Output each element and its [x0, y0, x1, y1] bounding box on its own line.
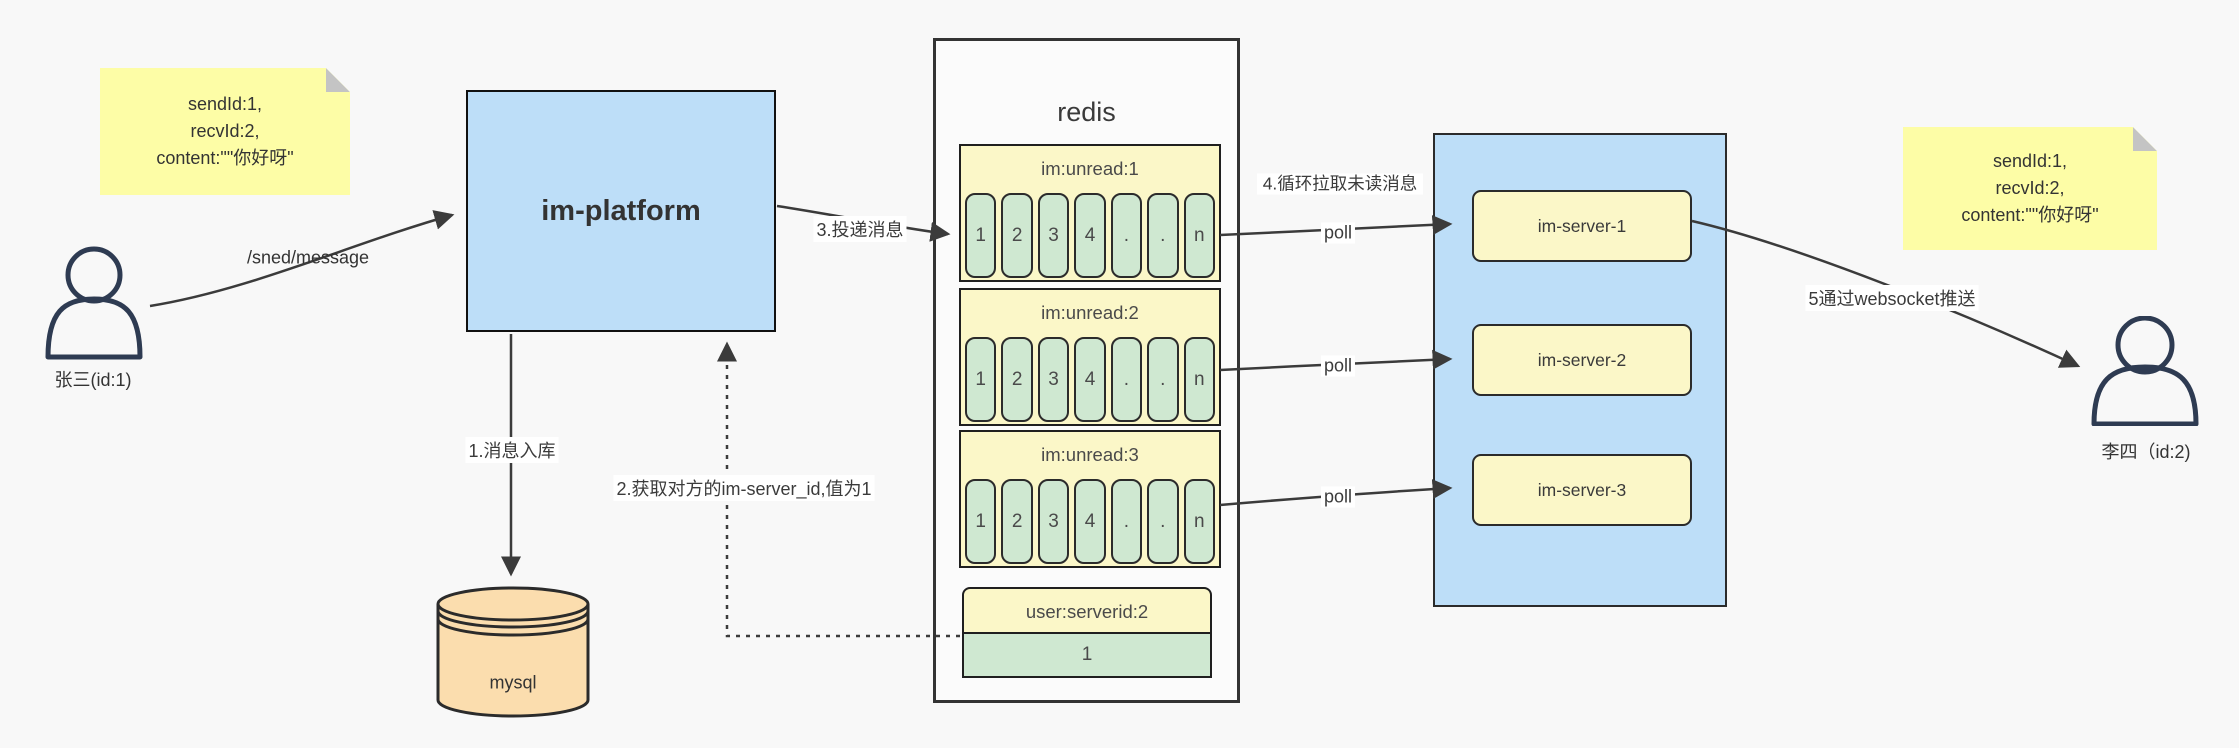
- edge-label-step5: 5通过websocket推送: [1805, 285, 1979, 311]
- queue-cell: 2: [1001, 193, 1033, 278]
- queue-cell: n: [1183, 479, 1215, 564]
- im-server-1-label: im-server-1: [1537, 215, 1627, 236]
- person-receiver-icon: [2091, 316, 2199, 426]
- queue-cell: 3: [1037, 193, 1070, 278]
- queue-cell: 1: [965, 193, 997, 278]
- queue-cell: 3: [1037, 479, 1070, 564]
- sticky-note-left: sendId:1, recvId:2, content:""你好呀": [100, 68, 350, 195]
- queue-cell: 2: [1001, 479, 1033, 564]
- edge-label-send-path: /sned/message: [246, 247, 370, 268]
- edge-label-step3: 3.投递消息: [813, 216, 907, 242]
- note-line: content:""你好呀": [156, 148, 294, 168]
- queue-cell: .: [1110, 479, 1143, 564]
- mysql-cylinder-icon: [436, 586, 590, 718]
- kv-value: 1: [962, 634, 1212, 678]
- note-line: content:""你好呀": [1961, 205, 2099, 225]
- queue-cell: n: [1183, 193, 1215, 278]
- queue-title: im:unread:3: [1041, 444, 1139, 465]
- queue-cell: 4: [1074, 479, 1106, 564]
- queue-cell: 1: [965, 479, 997, 564]
- redis-title: redis: [1057, 97, 1116, 127]
- note-fold-icon: [2133, 127, 2157, 151]
- queue-cell: n: [1183, 337, 1215, 422]
- edge-label-poll-2: poll: [1320, 355, 1356, 377]
- mysql-label: mysql: [489, 672, 537, 693]
- im-platform-box: im-platform: [466, 90, 776, 332]
- im-server-2-box: im-server-2: [1472, 324, 1692, 396]
- queue-cell: 4: [1074, 337, 1106, 422]
- im-server-2-label: im-server-2: [1537, 349, 1627, 370]
- im-platform-label: im-platform: [541, 194, 701, 227]
- kv-title: user:serverid:2: [962, 587, 1212, 634]
- note-line: recvId:2,: [190, 121, 260, 141]
- edge-label-step4: 4.循环拉取未读消息: [1257, 173, 1423, 195]
- edge-label-step1: 1.消息入库: [465, 437, 559, 463]
- queue-cell: 4: [1074, 193, 1106, 278]
- redis-queue-3: im:unread:3 1 2 3 4 . . n: [959, 430, 1221, 568]
- queue-cell: .: [1110, 193, 1143, 278]
- im-server-1-box: im-server-1: [1472, 190, 1692, 262]
- person-sender-icon: [45, 246, 143, 360]
- queue-cell: .: [1147, 479, 1179, 564]
- note-line: sendId:1,: [187, 94, 263, 114]
- redis-queue-1: im:unread:1 1 2 3 4 . . n: [959, 144, 1221, 282]
- queue-cell: .: [1147, 193, 1179, 278]
- queue-cell: .: [1110, 337, 1143, 422]
- queue-cell: 3: [1037, 337, 1070, 422]
- note-fold-icon: [326, 68, 350, 92]
- im-server-group: im-server-1 im-server-2 im-server-3: [1433, 133, 1727, 607]
- queue-cell: 2: [1001, 337, 1033, 422]
- redis-kv-user-serverid: user:serverid:2 1: [962, 587, 1212, 678]
- receiver-label: 李四（id:2): [2101, 442, 2191, 462]
- queue-title: im:unread:2: [1041, 302, 1139, 323]
- im-server-3-box: im-server-3: [1472, 454, 1692, 526]
- note-line: sendId:1,: [1992, 151, 2068, 171]
- im-server-3-label: im-server-3: [1537, 479, 1627, 500]
- queue-cell: .: [1147, 337, 1179, 422]
- edge-label-step2: 2.获取对方的im-server_id,值为1: [613, 475, 875, 501]
- sticky-note-right: sendId:1, recvId:2, content:""你好呀": [1903, 127, 2157, 250]
- redis-queue-2: im:unread:2 1 2 3 4 . . n: [959, 288, 1221, 426]
- note-line: recvId:2,: [1995, 178, 2065, 198]
- edge-label-poll-1: poll: [1320, 222, 1356, 244]
- sender-label: 张三(id:1): [54, 370, 132, 390]
- queue-cell: 1: [965, 337, 997, 422]
- queue-title: im:unread:1: [1041, 158, 1139, 179]
- edge-label-poll-3: poll: [1320, 486, 1356, 508]
